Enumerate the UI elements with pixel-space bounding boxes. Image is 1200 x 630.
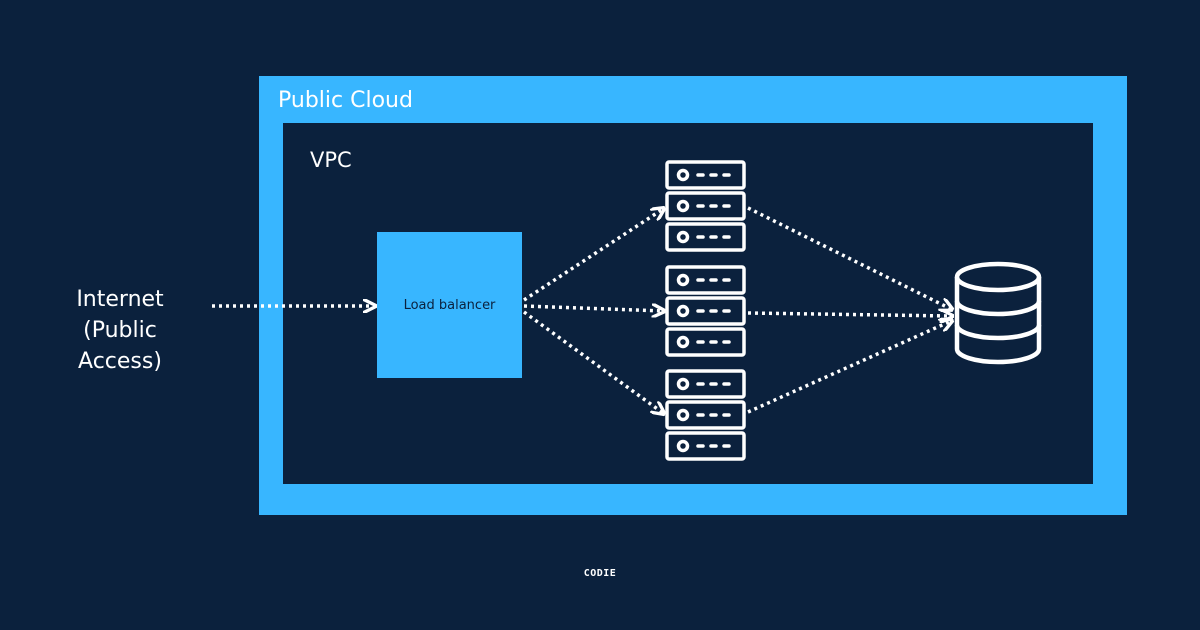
- vpc-label: VPC: [310, 148, 352, 172]
- arrow-load-balancer-to-server-rack-3: [522, 310, 663, 413]
- database-icon: [954, 261, 1042, 365]
- server-rack-icon: [665, 265, 746, 357]
- arrow-server-rack-1-to-database: [747, 206, 951, 309]
- server-rack-icon: [665, 369, 746, 461]
- internet-source-label: Internet (Public Access): [40, 284, 200, 377]
- load-balancer-label: Load balancer: [403, 297, 496, 313]
- public-cloud-label: Public Cloud: [278, 88, 413, 113]
- server-rack-icon: [665, 160, 746, 252]
- arrow-load-balancer-to-server-rack-1: [523, 209, 663, 302]
- brand-logo-text: CODIE: [583, 568, 617, 579]
- internet-label-line1: Internet: [76, 287, 164, 312]
- arrow-load-balancer-to-server-rack-2: [523, 306, 663, 311]
- arrow-server-rack-2-to-database: [747, 313, 951, 316]
- load-balancer-node: Load balancer: [377, 232, 522, 378]
- arrow-server-rack-3-to-database: [747, 321, 951, 414]
- internet-label-line2: (Public Access): [78, 318, 162, 374]
